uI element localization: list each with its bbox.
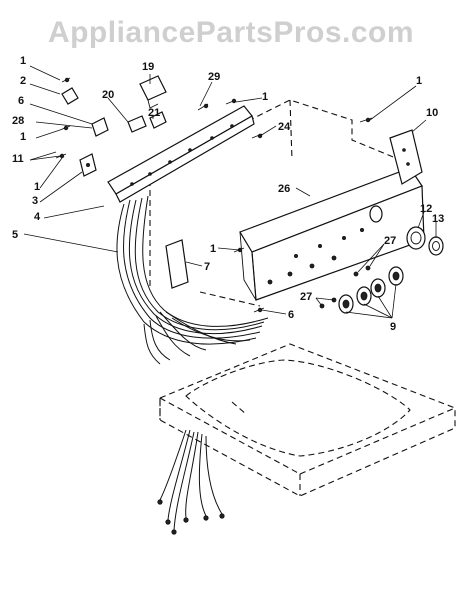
callout-5: 5: [12, 229, 18, 241]
callout-27: 27: [300, 291, 312, 303]
callout-19: 19: [142, 61, 154, 73]
callout-11: 11: [12, 153, 24, 165]
callout-29: 29: [208, 71, 220, 83]
callout-1: 1: [210, 243, 216, 255]
callout-24: 24: [278, 121, 291, 133]
control-console: [239, 167, 425, 301]
callout-13: 13: [432, 213, 444, 225]
callout-26: 26: [278, 183, 290, 195]
callout-1: 1: [20, 131, 26, 143]
callout-1: 1: [20, 55, 26, 67]
callout-3: 3: [32, 195, 38, 207]
mounting-bracket: [107, 105, 255, 203]
callout-9: 9: [390, 321, 396, 333]
callout-1: 1: [262, 91, 268, 103]
clamps: [127, 111, 167, 133]
wire-harness: [116, 195, 269, 365]
callout-labels: 1 2 6 28 1 11 1 3 4 5 19 20 21 29 1 24 1…: [12, 55, 444, 333]
callout-12: 12: [420, 203, 432, 215]
callout-10: 10: [426, 107, 438, 119]
callout-21: 21: [148, 107, 160, 119]
cabinet-top-outline: [159, 343, 456, 497]
callout-1: 1: [416, 75, 422, 87]
callout-20: 20: [102, 89, 114, 101]
callout-7: 7: [204, 261, 210, 273]
cover-plate: [165, 239, 189, 289]
end-cap: [389, 129, 423, 185]
callout-6: 6: [18, 95, 24, 107]
callout-1: 1: [34, 181, 40, 193]
callout-2: 2: [20, 75, 26, 87]
watermark: AppliancePartsPros.com: [47, 16, 415, 49]
callout-6: 6: [288, 309, 294, 321]
callout-4: 4: [34, 211, 41, 223]
callout-28: 28: [12, 115, 24, 127]
push-button-knobs: [319, 265, 404, 314]
small-switches: [61, 87, 109, 177]
knob-and-ring: [406, 226, 444, 256]
leader-lines: [23, 65, 437, 319]
screws: [55, 77, 373, 313]
timer-bracket: [139, 75, 167, 109]
callout-27: 27: [384, 235, 396, 247]
lower-wire-bundle: [157, 429, 225, 535]
